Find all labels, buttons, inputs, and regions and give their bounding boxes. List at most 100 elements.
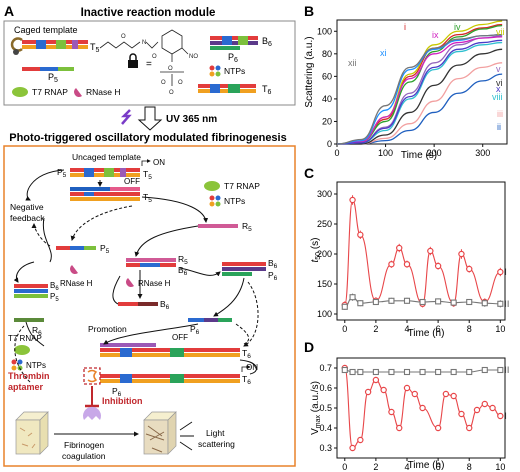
p5-label-3: P5 [100, 243, 110, 255]
data-point [427, 247, 434, 255]
x-tick-label: 300 [475, 148, 490, 158]
r5-label: R5 [242, 221, 252, 233]
t7-rnap-label-3: T7 RNAP [8, 334, 42, 343]
svg-text:O: O [168, 66, 173, 72]
fibrinogen-label: Fibrinogen [64, 440, 104, 450]
x-tick-label: 0 [334, 148, 339, 158]
x-tick-label: 0 [342, 462, 347, 472]
b6-strand-cut [118, 302, 158, 306]
pathway-arrows [13, 169, 259, 383]
rnase-h-label: RNase H [86, 87, 120, 97]
r5-b6-duplex [126, 258, 176, 267]
scatter-rays-icon [179, 421, 194, 451]
rnase-h-icon-3 [125, 278, 134, 288]
y-tick-label: 20 [322, 116, 332, 126]
data-point [388, 297, 395, 304]
chart-b-xlabel: Time (s) [401, 150, 437, 161]
data-point [357, 368, 364, 376]
ntps-label-3: NTPs [26, 361, 46, 370]
y-tick-label: 0.6 [319, 383, 332, 393]
series-label-I: I [504, 411, 507, 421]
data-point [434, 262, 442, 270]
series-line-xii [336, 34, 503, 145]
t6-label: T6 [262, 84, 272, 96]
data-point [481, 400, 488, 408]
rnase-h-icon [74, 88, 82, 97]
data-point [497, 412, 504, 420]
data-point [403, 368, 411, 376]
data-point [403, 384, 411, 392]
plot-frame [336, 181, 506, 321]
inactive-module-title: Inactive reaction module [81, 7, 216, 19]
promotion-label: Promotion [88, 324, 127, 334]
data-point [388, 261, 395, 268]
data-point [489, 404, 496, 412]
r5-label-2: R5 [178, 254, 188, 266]
chart-d-xlabel: Time (h) [408, 460, 445, 471]
series-line-I [344, 199, 501, 306]
data-point [341, 366, 348, 374]
coagulated-cube [143, 411, 177, 455]
t7-rnap-icon-3 [14, 345, 30, 355]
series-label-II: II [504, 365, 509, 375]
coagulation-label: coagulation [62, 451, 106, 461]
panel-b-letter: B [304, 3, 314, 19]
y-tick-label: 80 [322, 49, 332, 59]
x-tick-label: 0 [342, 324, 347, 334]
data-point [372, 298, 379, 306]
caged-template-label: Caged template [14, 25, 78, 35]
data-point [411, 390, 418, 398]
t5-label-2: T5 [143, 169, 152, 181]
y-tick-label: 150 [317, 279, 332, 289]
curve-label-iii: iii [497, 109, 503, 119]
y-tick-label: 0.5 [319, 403, 332, 413]
svg-text:NO: NO [189, 54, 198, 60]
caged-template-strand [10, 37, 88, 55]
chart-d-ylabel: Vmax (a.u./s) [310, 381, 322, 435]
thrombin-aptamer-box [83, 367, 101, 385]
data-point [419, 298, 426, 306]
x-tick-label: 2 [373, 324, 378, 334]
r6-strand [14, 318, 44, 322]
y-tick-label: 200 [317, 249, 332, 259]
data-point [435, 368, 442, 376]
chart-c-xlabel: Time (h) [408, 328, 445, 339]
y-tick-label: 0 [327, 139, 332, 149]
t6-label-3: T6 [242, 374, 251, 386]
template-t5-off [70, 187, 140, 201]
data-point [497, 366, 504, 374]
t7-rnap-icon [12, 87, 28, 97]
data-point [380, 386, 387, 394]
data-point [341, 303, 348, 310]
y-tick-label: 300 [317, 189, 332, 199]
data-point [497, 300, 504, 307]
x-tick-label: 6 [436, 324, 441, 334]
curve-label-xii: xii [348, 58, 357, 68]
template-t6-on [100, 365, 251, 383]
fibrinogen-cube [15, 411, 49, 455]
data-point [466, 424, 473, 432]
p6-label-3: P6 [112, 386, 122, 398]
b6-label: B6 [262, 36, 272, 48]
data-point [442, 390, 450, 398]
off-label-2: OFF [172, 333, 188, 342]
ntps-icon-2 [209, 195, 221, 207]
data-point [388, 408, 395, 416]
b6-p5-duplex-left [14, 284, 48, 298]
lightning-icon [120, 109, 132, 125]
data-point [458, 250, 465, 258]
caged-t5-label: T5 [90, 42, 100, 54]
data-point [396, 424, 403, 432]
chart-b-ylabel: Scattering (a.u.) [304, 36, 315, 107]
svg-text:O: O [169, 90, 174, 96]
p6-label: P6 [228, 52, 238, 64]
ntps-label-2: NTPs [224, 196, 245, 206]
curve-label-viii: viii [492, 92, 503, 102]
r6-label: R6 [32, 325, 42, 337]
uv-label: UV 365 nm [166, 114, 217, 125]
data-point [435, 298, 442, 305]
data-point [372, 368, 379, 376]
plot-frame [336, 19, 508, 145]
